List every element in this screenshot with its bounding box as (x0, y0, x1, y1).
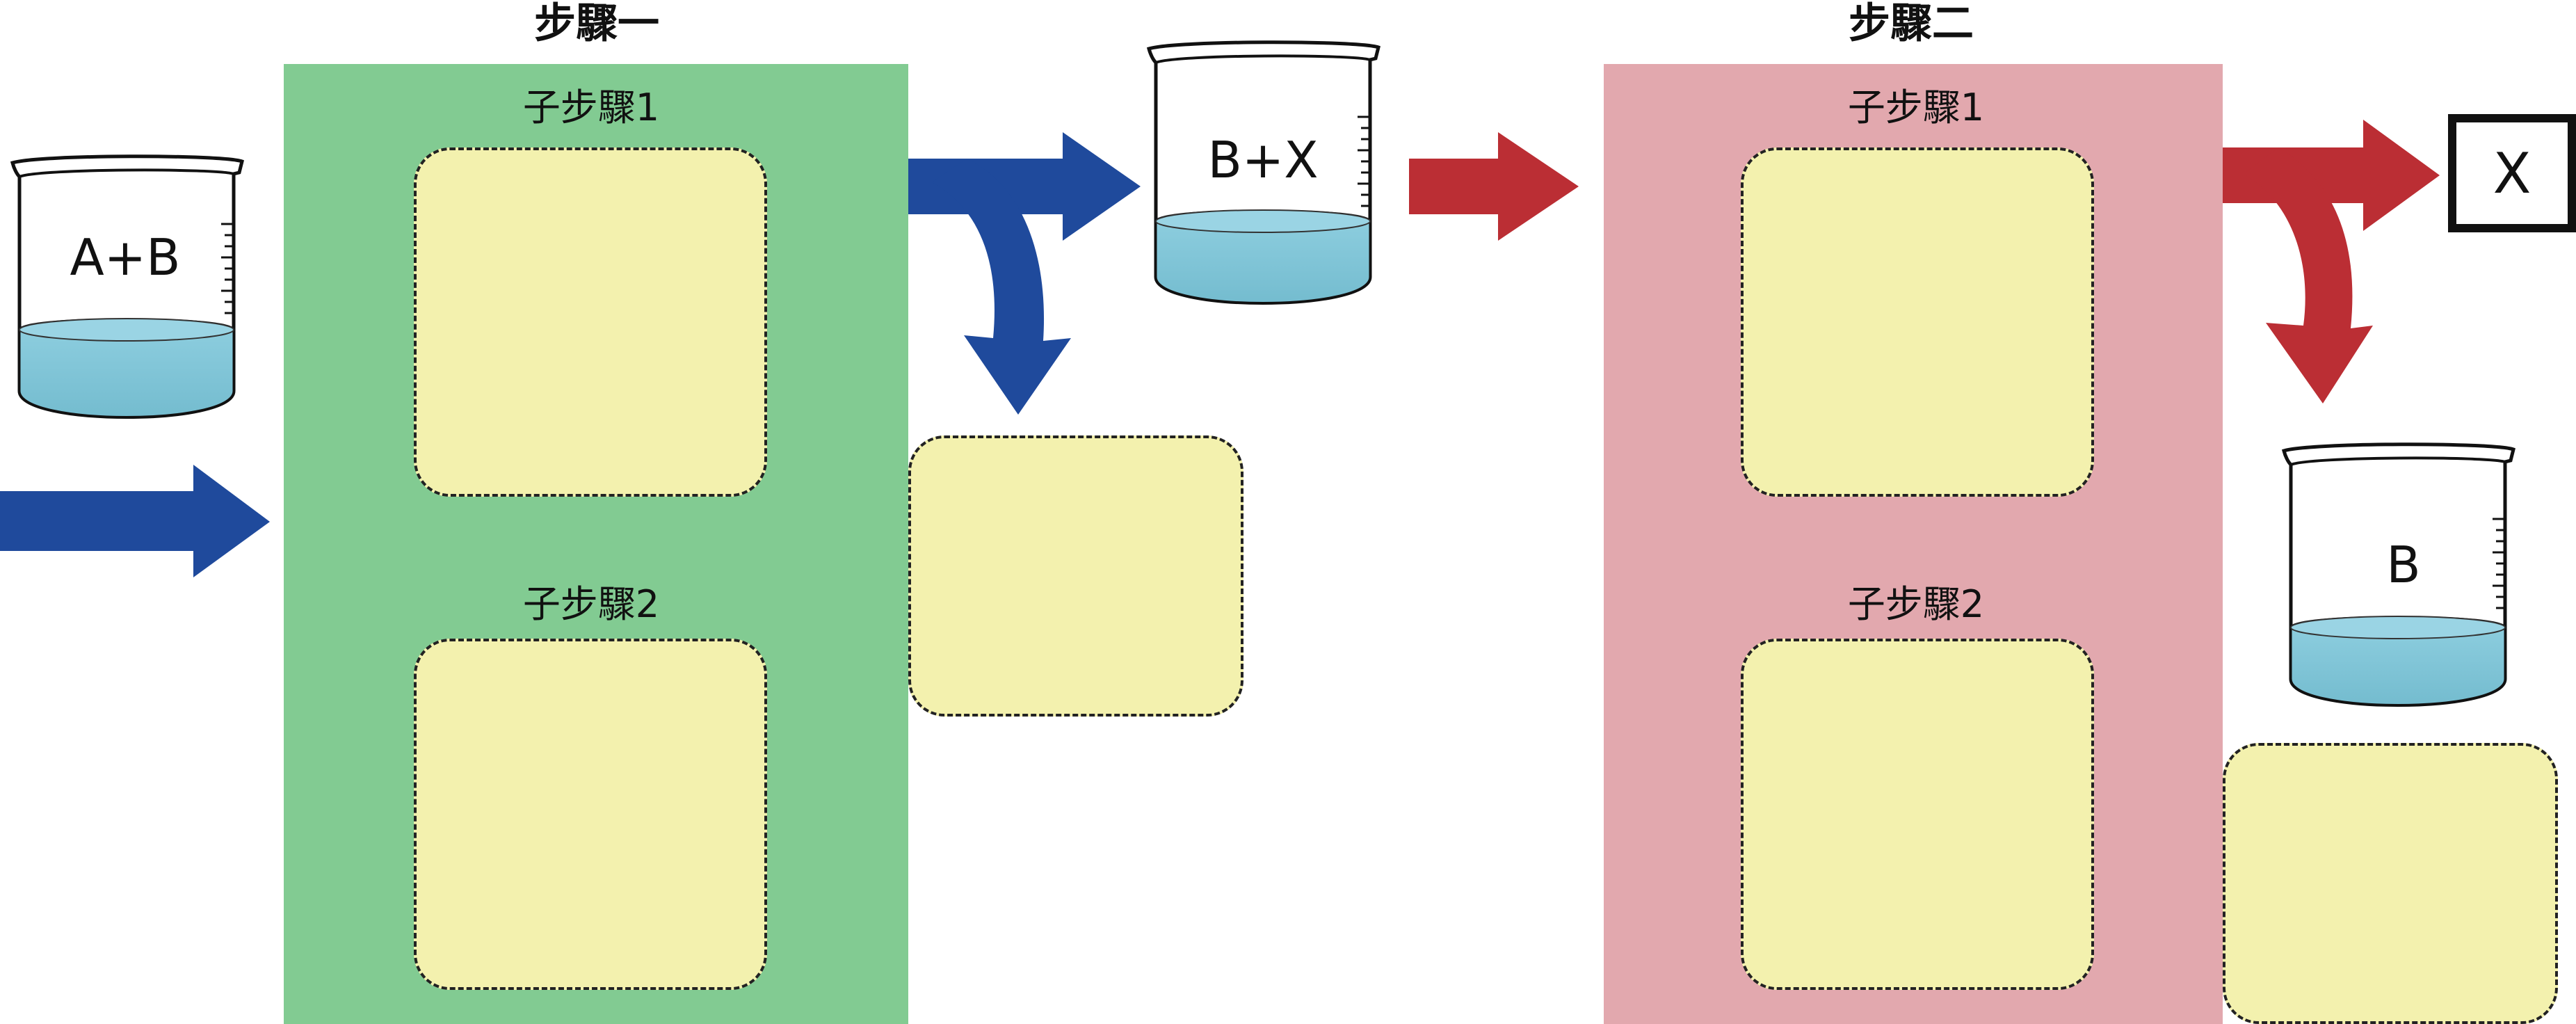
step1-side-output-arrow (932, 159, 1071, 415)
beaker-input (10, 154, 244, 419)
beaker-input-label: A+B (70, 228, 181, 287)
step2-title: 步驟二 (1849, 0, 1974, 48)
step2-sub1-box (1741, 147, 2094, 497)
product-x-box: X (2448, 114, 2576, 232)
input-arrow (0, 465, 270, 577)
step2-sub1-label: 子步驟1 (1847, 86, 1985, 129)
step1-title: 步驟一 (534, 0, 659, 48)
beaker-output-label: B (2386, 536, 2421, 594)
product-x-label: X (2493, 141, 2531, 206)
step1-sub1-label: 子步驟1 (522, 86, 660, 129)
beaker-output (2281, 442, 2515, 707)
step2-sub2-label: 子步驟2 (1847, 582, 1985, 626)
beaker-middle-label: B+X (1207, 131, 1319, 189)
step1-sub1-box (414, 147, 767, 497)
step1-sub2-label: 子步驟2 (522, 582, 660, 626)
step2-sub2-box (1741, 639, 2094, 990)
step1-side-output-box (908, 435, 1243, 717)
step2-side-output-box (2223, 743, 2558, 1024)
step1-sub2-box (414, 639, 767, 990)
beaker-middle (1146, 40, 1380, 305)
transfer-arrow (1409, 132, 1579, 241)
step2-side-output-arrow (2244, 147, 2373, 403)
